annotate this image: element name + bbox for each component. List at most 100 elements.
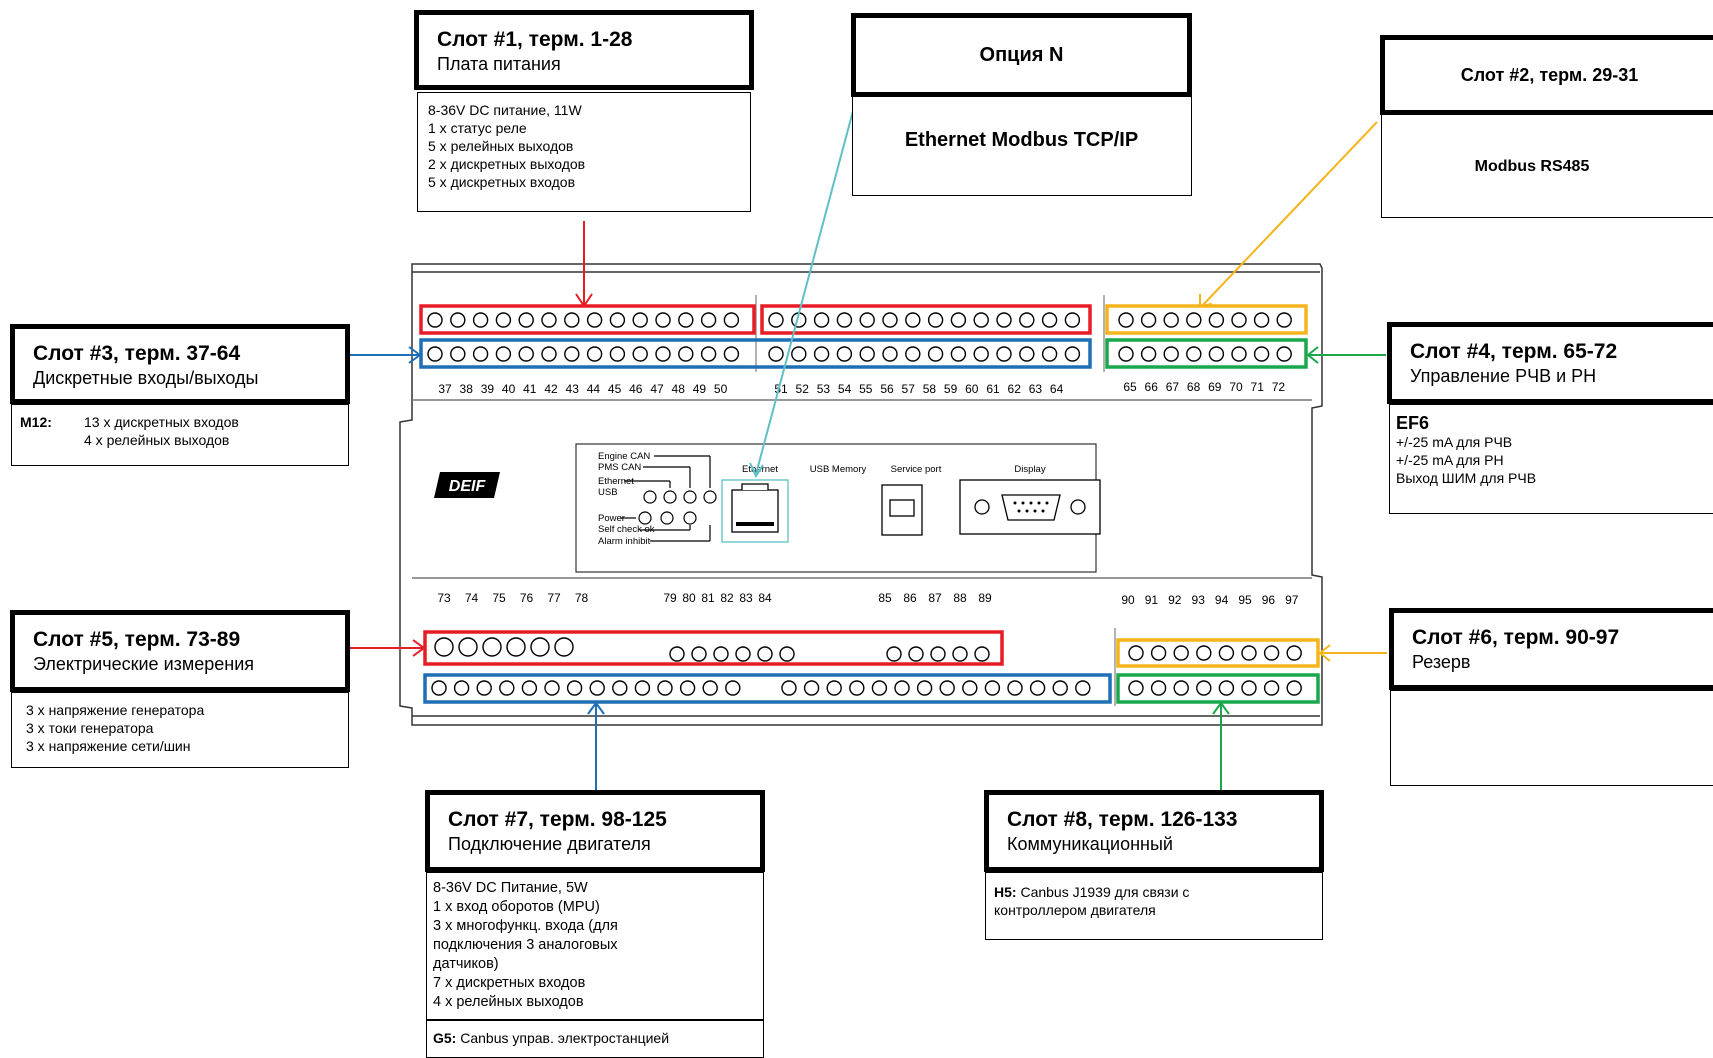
terminal-number: 96 bbox=[1262, 593, 1276, 607]
brand-text: DEIF bbox=[449, 478, 487, 495]
terminal-number: 81 bbox=[701, 591, 715, 605]
terminal-circle bbox=[450, 346, 466, 362]
terminal-circle bbox=[554, 637, 574, 657]
terminal-circles bbox=[427, 312, 1302, 696]
terminal-circle bbox=[723, 312, 740, 328]
terminal-circle bbox=[1041, 312, 1058, 328]
terminal-circle bbox=[962, 680, 978, 696]
terminal-circle bbox=[655, 346, 671, 362]
terminal-number: 90 bbox=[1121, 593, 1135, 607]
terminal-number: 87 bbox=[928, 591, 942, 605]
terminal-number: 40 bbox=[502, 382, 516, 396]
terminal-circle bbox=[1052, 680, 1068, 696]
terminal-circle bbox=[1253, 346, 1270, 362]
terminal-circle bbox=[1263, 645, 1280, 661]
terminal-circle bbox=[713, 646, 729, 662]
terminal-circle bbox=[996, 312, 1012, 328]
terminal-number: 88 bbox=[953, 591, 967, 605]
terminal-circle bbox=[1075, 680, 1091, 696]
svg-text:USB Memory: USB Memory bbox=[810, 464, 867, 475]
terminal-circle bbox=[482, 637, 502, 657]
terminal-circle bbox=[566, 680, 583, 696]
terminal-number: 75 bbox=[492, 591, 506, 605]
terminal-circle bbox=[1186, 346, 1202, 362]
terminal-circle bbox=[612, 680, 628, 696]
terminal-number: 37 bbox=[438, 382, 452, 396]
terminal-number: 43 bbox=[566, 382, 580, 396]
slot3-code: M12: bbox=[20, 414, 52, 430]
terminal-circle bbox=[450, 312, 466, 328]
terminal-number: 48 bbox=[672, 382, 686, 396]
terminal-number: 46 bbox=[629, 382, 643, 396]
slot1-line: 5 x дискретных входов bbox=[428, 174, 576, 190]
slot5-subtitle: Электрические измерения bbox=[33, 654, 255, 674]
terminal-number: 89 bbox=[978, 591, 992, 605]
slot5-line: 3 x напряжение генератора bbox=[26, 702, 205, 718]
terminal-circle bbox=[1253, 312, 1270, 328]
terminal-number: 53 bbox=[817, 382, 831, 396]
terminal-number: 71 bbox=[1251, 380, 1265, 394]
terminal-circle bbox=[1140, 312, 1157, 328]
slot7-line: 7 x дискретных входов bbox=[433, 975, 586, 991]
terminal-number: 44 bbox=[587, 382, 601, 396]
terminal-circle bbox=[1128, 680, 1144, 696]
slot2-box: Слот #2, терм. 29-31 Modbus RS485 bbox=[1380, 35, 1713, 218]
terminal-circle bbox=[702, 680, 718, 696]
svg-text:Power: Power bbox=[598, 513, 625, 524]
slot7-subtitle: Подключение двигателя bbox=[448, 834, 651, 854]
svg-text:Ethernet: Ethernet bbox=[598, 476, 634, 487]
terminal-number: 42 bbox=[544, 382, 558, 396]
terminal-number: 52 bbox=[796, 382, 810, 396]
slot1-subtitle: Плата питания bbox=[437, 54, 561, 74]
terminal-circle bbox=[894, 680, 910, 696]
terminal-number: 79 bbox=[663, 591, 677, 605]
terminal-circle bbox=[1241, 680, 1257, 696]
svg-text:Engine CAN: Engine CAN bbox=[598, 451, 650, 462]
terminal-number: 82 bbox=[720, 591, 734, 605]
terminal-circle bbox=[564, 346, 580, 362]
slot4-line: +/-25 mA для РН bbox=[1396, 452, 1504, 468]
terminal-circle bbox=[836, 346, 853, 362]
option-n-body: Ethernet Modbus TCP/IP bbox=[904, 128, 1139, 151]
terminal-circle bbox=[974, 646, 990, 662]
terminal-circle bbox=[1241, 645, 1257, 661]
slot4-title-box: Слот #4, терм. 65-72 Управление РЧВ и РН bbox=[1387, 322, 1713, 404]
terminal-circle bbox=[1150, 645, 1167, 661]
terminal-number: 67 bbox=[1166, 380, 1180, 394]
terminal-circle bbox=[609, 312, 626, 328]
terminal-circle bbox=[950, 312, 967, 328]
terminal-circle bbox=[1041, 346, 1058, 362]
terminal-circle bbox=[1218, 680, 1235, 696]
slot7-line: датчиков) bbox=[433, 956, 499, 972]
slot1-line: 1 x статус реле bbox=[428, 120, 527, 136]
terminal-circle bbox=[678, 312, 694, 328]
terminal-circle bbox=[586, 346, 603, 362]
slot6-title-box: Слот #6, терм. 90-97 Резерв bbox=[1389, 608, 1713, 690]
terminal-number: 65 bbox=[1123, 380, 1137, 394]
slot7-line: 8-36V DC Питание, 5W bbox=[433, 880, 588, 896]
terminal-circle bbox=[1196, 680, 1212, 696]
terminal-circle bbox=[657, 680, 673, 696]
terminal-number: 70 bbox=[1229, 380, 1243, 394]
slot8-title: Слот #8, терм. 126-133 bbox=[1007, 808, 1238, 831]
terminal-circle bbox=[518, 346, 534, 362]
terminal-circle bbox=[781, 680, 797, 696]
option-n-title: Опция N bbox=[851, 13, 1192, 97]
terminal-circle bbox=[564, 312, 580, 328]
terminal-circle bbox=[472, 346, 489, 362]
terminal-circle bbox=[757, 646, 773, 662]
slot2-body: Modbus RS485 bbox=[1474, 158, 1590, 175]
terminal-number: 38 bbox=[460, 382, 474, 396]
terminal-circle bbox=[1118, 312, 1134, 328]
slot5-line: 3 x напряжение сети/шин bbox=[26, 738, 191, 754]
slot2-title: Слот #2, терм. 29-31 bbox=[1380, 35, 1713, 115]
slot7-line: 1 x вход оборотов (MPU) bbox=[433, 899, 600, 915]
terminal-number: 84 bbox=[758, 591, 772, 605]
slot3-line: 4 x релейных выходов bbox=[84, 432, 230, 448]
slot-highlights bbox=[419, 304, 1320, 704]
terminal-number: 94 bbox=[1215, 593, 1229, 607]
terminal-number: 73 bbox=[437, 591, 451, 605]
terminal-circle bbox=[1186, 312, 1202, 328]
slot7-title: Слот #7, терм. 98-125 bbox=[448, 808, 667, 831]
